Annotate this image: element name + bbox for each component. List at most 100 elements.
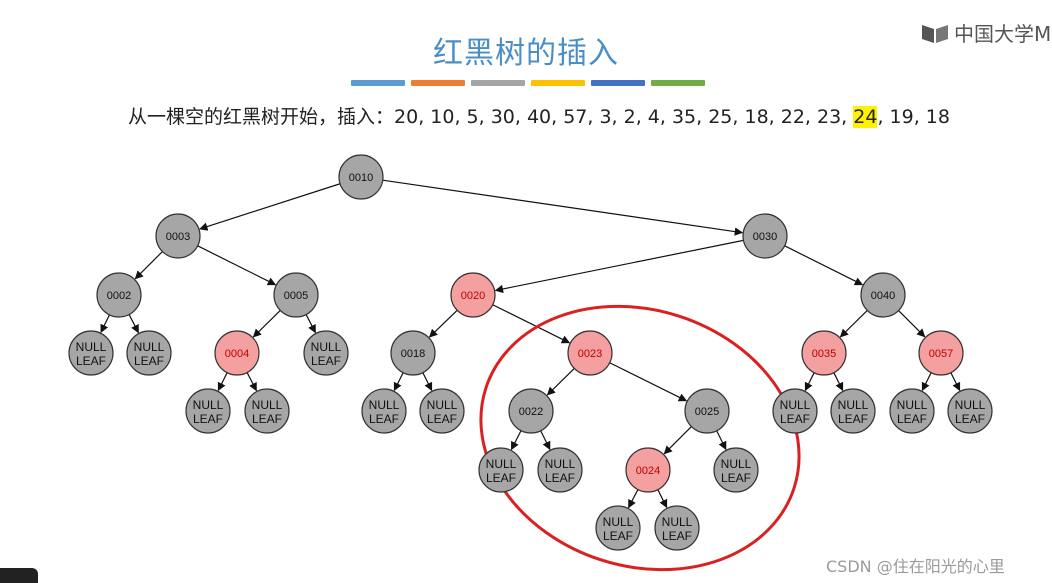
leaf-label: NULL: [545, 457, 576, 471]
edge-n5-n4: [252, 309, 281, 338]
leaf-label: LEAF: [838, 412, 868, 426]
node-circle: [273, 272, 319, 318]
node-circle: [390, 330, 436, 376]
leaf-label: NULL: [721, 457, 752, 471]
edge-n24-l12: [657, 489, 668, 509]
edge-n4-l4: [217, 372, 228, 392]
edge-n18-l6: [393, 372, 404, 392]
stripe-1: [351, 80, 405, 86]
node-label: 0025: [695, 406, 719, 418]
annotation-circle: [479, 304, 801, 572]
node-label: 0030: [753, 231, 777, 243]
leaf-label: LEAF: [662, 529, 692, 543]
node-circle: [96, 272, 142, 318]
edge-n35-l14: [833, 372, 844, 392]
leaf-circle: [772, 388, 818, 434]
edge-n3-n5: [197, 245, 277, 286]
edge-n3-n2: [134, 251, 163, 280]
insert-sequence: 从一棵空的红黑树开始，插入：20, 10, 5, 30, 40, 57, 3, …: [128, 102, 950, 129]
leaf-label: LEAF: [369, 412, 399, 426]
leaf-label: NULL: [311, 340, 342, 354]
edge-n23-n25: [609, 362, 688, 402]
edge-n2-l1: [100, 314, 110, 334]
tree-node-0003: 0003: [155, 213, 201, 259]
tree-node-0010: 0010: [338, 154, 384, 200]
leaf-label: LEAF: [721, 471, 751, 485]
leaf-label: NULL: [193, 398, 224, 412]
leaf-circle: [419, 388, 465, 434]
tree-node-0035: 0035: [801, 330, 847, 376]
edge-n57-l16: [950, 372, 961, 392]
node-circle: [508, 388, 554, 434]
stripe-6: [651, 80, 705, 86]
corner-tab: [0, 568, 38, 583]
leaf-circle: [185, 388, 231, 434]
leaf-circle: [478, 447, 524, 493]
leaf-label: LEAF: [134, 354, 164, 368]
node-label: 0018: [401, 348, 425, 360]
edge-n22-l8: [510, 430, 522, 451]
tree-node-0024: 0024: [625, 447, 671, 493]
node-circle: [567, 330, 613, 376]
edge-n18-l7: [422, 372, 433, 392]
leaf-label: NULL: [76, 340, 107, 354]
tree-node-0040: 0040: [860, 272, 906, 318]
tree-node-0057: 0057: [918, 330, 964, 376]
leaf-label: NULL: [897, 398, 928, 412]
node-circle: [742, 213, 788, 259]
tree-node-0004: 0004: [214, 330, 260, 376]
node-circle: [625, 447, 671, 493]
node-circle: [684, 388, 730, 434]
leaf-label: NULL: [427, 398, 458, 412]
leaf-label: LEAF: [311, 354, 341, 368]
edge-n24-l11: [628, 489, 639, 509]
leaf-label: LEAF: [545, 471, 575, 485]
leaf-circle: [713, 447, 759, 493]
leaf-label: LEAF: [252, 412, 282, 426]
sequence-after: , 19, 18: [877, 106, 950, 128]
node-label: 0004: [225, 348, 249, 360]
leaf-label: LEAF: [76, 354, 106, 368]
edge-n57-l15: [921, 372, 932, 392]
leaf-label: NULL: [369, 398, 400, 412]
node-circle: [155, 213, 201, 259]
leaf-label: LEAF: [193, 412, 223, 426]
node-label: 0003: [166, 231, 190, 243]
edge-n2-l2: [128, 314, 139, 334]
edge-n20-n23: [492, 304, 571, 344]
leaf-circle: [947, 388, 993, 434]
edge-n40-n57: [898, 310, 926, 338]
logo-book-icon: [922, 24, 948, 43]
leaf-circle: [889, 388, 935, 434]
leaf-circle: [830, 388, 876, 434]
leaf-label: LEAF: [486, 471, 516, 485]
leaf-circle: [68, 330, 114, 376]
node-label: 0035: [812, 348, 836, 360]
leaf-label: NULL: [780, 398, 811, 412]
title-stripes: [351, 80, 705, 86]
node-circle: [918, 330, 964, 376]
edge-n10-n30: [382, 179, 744, 236]
leaf-circle: [595, 505, 641, 551]
tree-node-0002: 0002: [96, 272, 142, 318]
leaf-label: NULL: [134, 340, 165, 354]
edge-n40-n35: [839, 309, 868, 338]
logo-text: 中国大学MO: [954, 22, 1052, 46]
edge-n25-n24: [663, 426, 692, 455]
tree-node-0022: 0022: [508, 388, 554, 434]
node-label: 0010: [349, 172, 373, 184]
leaf-label: NULL: [662, 515, 693, 529]
node-label: 0020: [461, 290, 485, 302]
node-circle: [338, 154, 384, 200]
stripe-4: [531, 80, 585, 86]
